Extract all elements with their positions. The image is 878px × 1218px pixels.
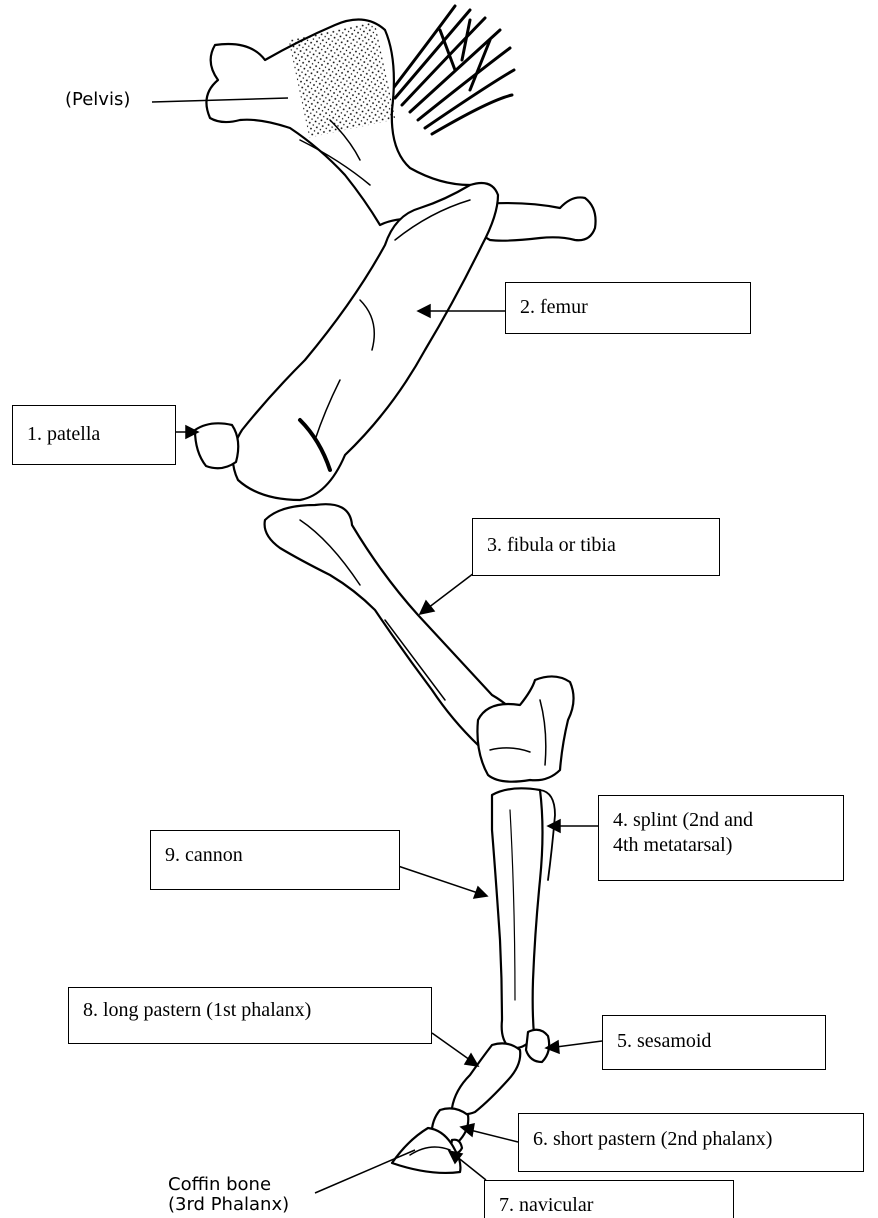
navicular-label-box: 7. navicular [484, 1180, 734, 1218]
patella-bone [195, 423, 238, 468]
pelvis-label: (Pelvis) [65, 90, 130, 110]
hock-bones [477, 676, 573, 781]
pelvis-muscle-fibres [388, 6, 514, 134]
short-pastern-label: 6. short pastern (2nd phalanx) [533, 1128, 772, 1150]
short-pastern-label-box: 6. short pastern (2nd phalanx) [518, 1113, 864, 1172]
long-pastern-arrowhead [465, 1054, 478, 1066]
cannon-leader [398, 866, 478, 893]
coffin-leader [315, 1150, 415, 1193]
long-pastern-label-box: 8. long pastern (1st phalanx) [68, 987, 432, 1044]
splint-label-line2: 4th metatarsal) [613, 833, 843, 858]
short-pastern-leader [470, 1130, 518, 1142]
tibia-label: 3. fibula or tibia [487, 534, 616, 556]
tibia-leader [428, 570, 478, 608]
femur-label-box: 2. femur [505, 282, 751, 334]
cannon-label: 9. cannon [165, 844, 243, 866]
tibia-arrowhead [420, 601, 434, 614]
cannon-bone [492, 788, 543, 1048]
sesamoid-leader [556, 1041, 602, 1047]
patella-label: 1. patella [27, 423, 100, 445]
long-pastern-label: 8. long pastern (1st phalanx) [83, 999, 311, 1021]
splint-label-line1: 4. splint (2nd and [613, 808, 843, 833]
cannon-label-box: 9. cannon [150, 830, 400, 890]
sesamoid-bone [526, 1030, 549, 1062]
coffin-bone-label: Coffin bone (3rd Phalanx) [168, 1175, 289, 1215]
patella-label-box: 1. patella [12, 405, 176, 465]
femur-bone [233, 183, 498, 500]
sesamoid-label-box: 5. sesamoid [602, 1015, 826, 1070]
femur-label: 2. femur [520, 296, 588, 318]
tibia-label-box: 3. fibula or tibia [472, 518, 720, 576]
sesamoid-label: 5. sesamoid [617, 1030, 711, 1052]
navicular-label: 7. navicular [499, 1194, 593, 1216]
long-pastern-leader [432, 1033, 470, 1060]
cannon-arrowhead [474, 887, 487, 898]
splint-label-box: 4. splint (2nd and 4th metatarsal) [598, 795, 844, 881]
